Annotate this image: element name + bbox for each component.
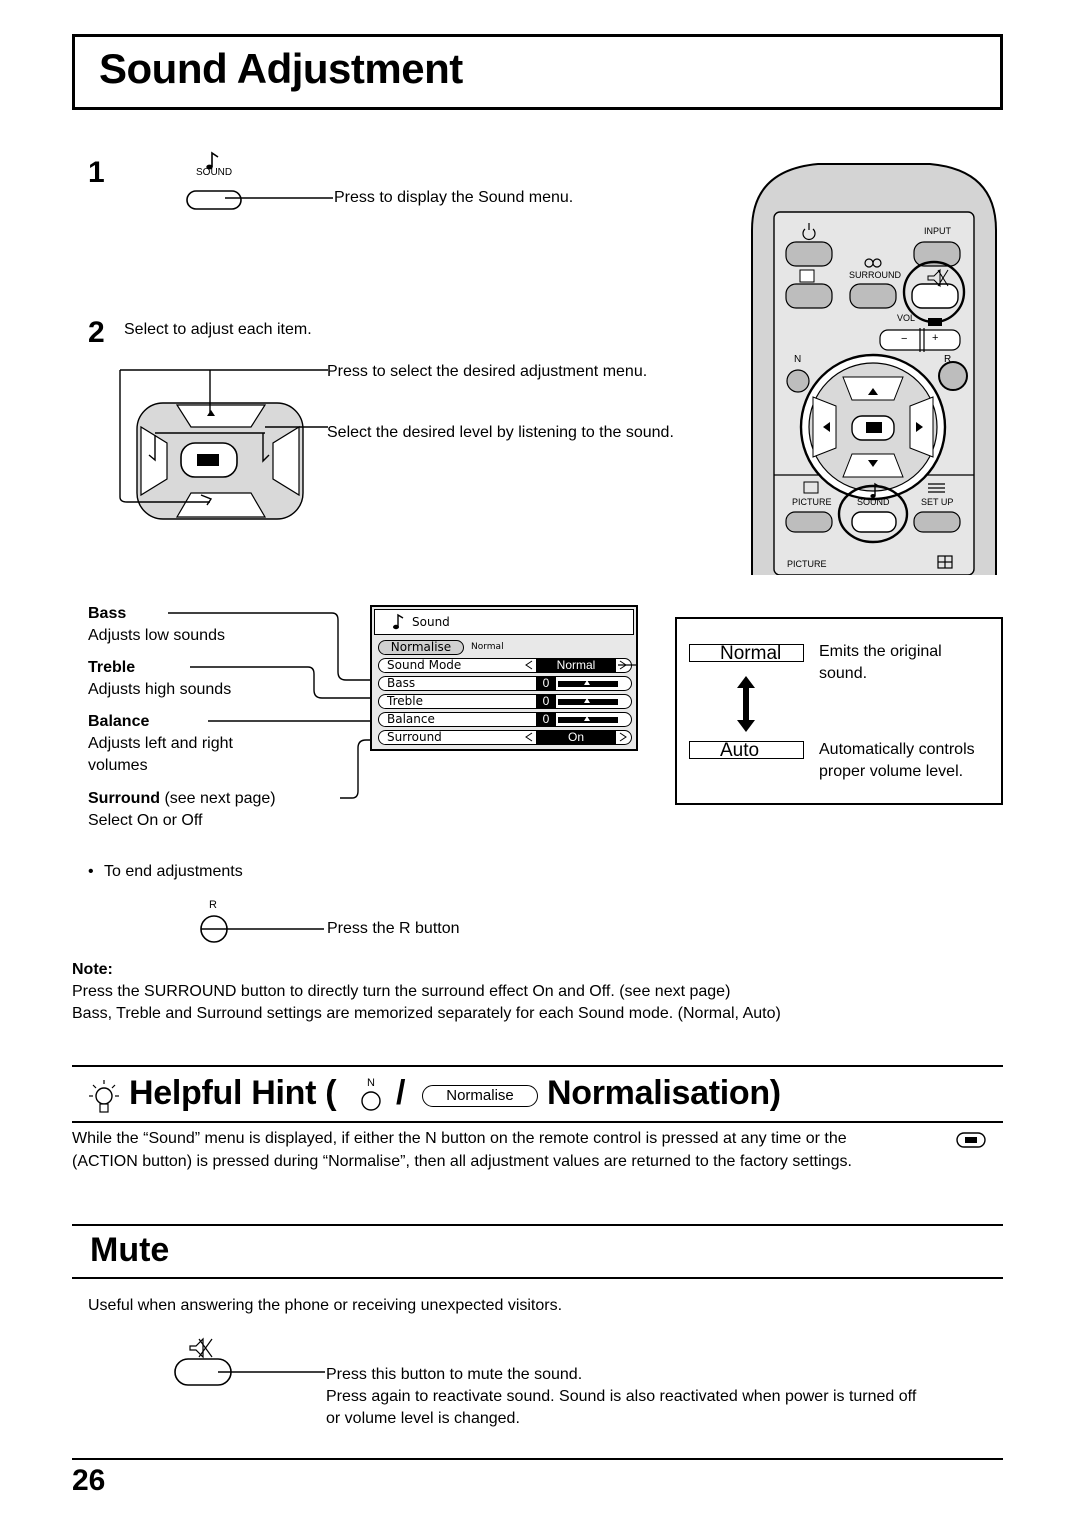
action-button-icon (956, 1132, 986, 1148)
remote-vol-minus: − (901, 333, 908, 345)
treble-title: Treble (88, 659, 136, 676)
hint-body-2: (ACTION button) is pressed during “Norma… (72, 1153, 852, 1170)
note-title: Note: (72, 961, 113, 978)
menu-row-treble-label: Treble (387, 694, 423, 708)
normal-mode-desc-2: sound. (819, 665, 868, 682)
menu-row-treble-value: 0 (536, 695, 556, 708)
n-button-icon (361, 1091, 381, 1111)
navigation-pad-illustration (119, 369, 328, 520)
menu-row-sound-mode-label: Sound Mode (387, 658, 462, 672)
hint-top-rule (72, 1065, 1003, 1067)
mute-button-illustration (174, 1337, 325, 1386)
end-adjustments-text: To end adjustments (104, 863, 243, 880)
remote-setup-label: SET UP (921, 497, 954, 507)
normal-mode-label: Normal (689, 644, 804, 663)
r-button-label: R (209, 899, 217, 911)
auto-mode-label: Auto (689, 741, 804, 760)
menu-row-surround-value: On (536, 731, 616, 744)
footer-rule (72, 1458, 1003, 1460)
mute-title: Mute (90, 1231, 170, 1269)
remote-surround-label: SURROUND (849, 270, 902, 280)
normalise-button[interactable]: Normalise (378, 640, 464, 655)
remote-vol-label: VOL (897, 313, 916, 323)
page-title: Sound Adjustment (99, 45, 463, 92)
balance-desc-1: Adjusts left and right (88, 735, 233, 752)
remote-r-label: R (944, 354, 952, 365)
menu-row-arrows-and-sliders (525, 660, 638, 742)
step-1-description: Press to display the Sound menu. (334, 189, 574, 206)
r-button-illustration (200, 915, 324, 943)
menu-row-balance-label: Balance (387, 712, 435, 726)
remote-input-label: INPUT (924, 226, 951, 236)
menu-row-bass-value: 0 (536, 677, 556, 690)
balance-title: Balance (88, 713, 150, 730)
mute-bottom-rule (72, 1277, 1003, 1279)
hint-body-1: While the “Sound” menu is displayed, if … (72, 1130, 847, 1147)
remote-control-illustration (751, 163, 997, 575)
hint-bottom-rule (72, 1121, 1003, 1123)
mute-top-rule (72, 1224, 1003, 1226)
hint-prefix: Helpful Hint ( (129, 1074, 337, 1112)
lightbulb-icon (89, 1080, 119, 1113)
remote-sound-label: SOUND (857, 497, 890, 507)
treble-desc: Adjusts high sounds (88, 681, 232, 698)
step-1-number: 1 (88, 156, 105, 189)
surround-title: Surround (88, 790, 160, 807)
menu-row-treble[interactable]: Treble (378, 694, 632, 709)
surround-desc: Select On or Off (88, 812, 203, 829)
menu-row-sound-mode-value: Normal (536, 659, 616, 672)
sound-mode-box (675, 617, 1003, 805)
page-number: 26 (72, 1464, 106, 1497)
hint-n-label: N (367, 1077, 375, 1089)
sound-menu-header: Sound (374, 609, 634, 635)
sound-menu-title: Sound (412, 615, 450, 629)
note-line-2: Bass, Treble and Surround settings are m… (72, 1005, 781, 1022)
auto-mode-desc-2: proper volume level. (819, 763, 964, 780)
menu-row-bass-label: Bass (387, 676, 416, 690)
mute-line-2: Press again to reactivate sound. Sound i… (326, 1388, 917, 1405)
step-2-number: 2 (88, 316, 105, 349)
sound-button-label: SOUND (196, 167, 233, 178)
note-line-1: Press the SURROUND button to directly tu… (72, 983, 731, 1000)
select-level-text: Select the desired level by listening to… (327, 424, 674, 441)
balance-desc-2: volumes (88, 757, 148, 774)
remote-picture-label-2: PICTURE (787, 559, 827, 569)
hint-suffix: Normalisation) (547, 1074, 781, 1112)
page-title-box: Sound Adjustment (72, 34, 1003, 110)
surround-note: (see next page) (164, 790, 276, 807)
menu-row-bass[interactable]: Bass (378, 676, 632, 691)
menu-row-surround-label: Surround (387, 730, 442, 744)
step-2-intro: Select to adjust each item. (124, 321, 312, 338)
hint-slash: / (396, 1074, 406, 1112)
hint-normalise-button: Normalise (422, 1085, 538, 1107)
mute-line-3: or volume level is changed. (326, 1410, 520, 1427)
menu-row-balance-value: 0 (536, 713, 556, 726)
bass-desc: Adjusts low sounds (88, 627, 225, 644)
item-connector-lines (168, 612, 375, 799)
surround-line: Surround (see next page) (88, 788, 276, 810)
end-bullet: • (88, 863, 94, 880)
select-menu-text: Press to select the desired adjustment m… (327, 363, 648, 380)
remote-n-label: N (794, 354, 802, 365)
remote-picture-label: PICTURE (792, 497, 832, 507)
normal-mode-desc-1: Emits the original (819, 643, 942, 660)
bass-title: Bass (88, 605, 127, 622)
mute-intro: Useful when answering the phone or recei… (88, 1297, 563, 1314)
sound-button-illustration (186, 151, 333, 210)
auto-mode-desc-1: Automatically controls (819, 741, 975, 758)
mode-toggle-arrow-icon (737, 676, 755, 732)
press-r-text: Press the R button (327, 920, 460, 937)
remote-vol-plus: + (932, 332, 939, 344)
mute-line-1: Press this button to mute the sound. (326, 1366, 583, 1383)
menu-row-balance[interactable]: Balance (378, 712, 632, 727)
note-icon (393, 613, 404, 630)
normalise-status: Normal (471, 642, 504, 652)
